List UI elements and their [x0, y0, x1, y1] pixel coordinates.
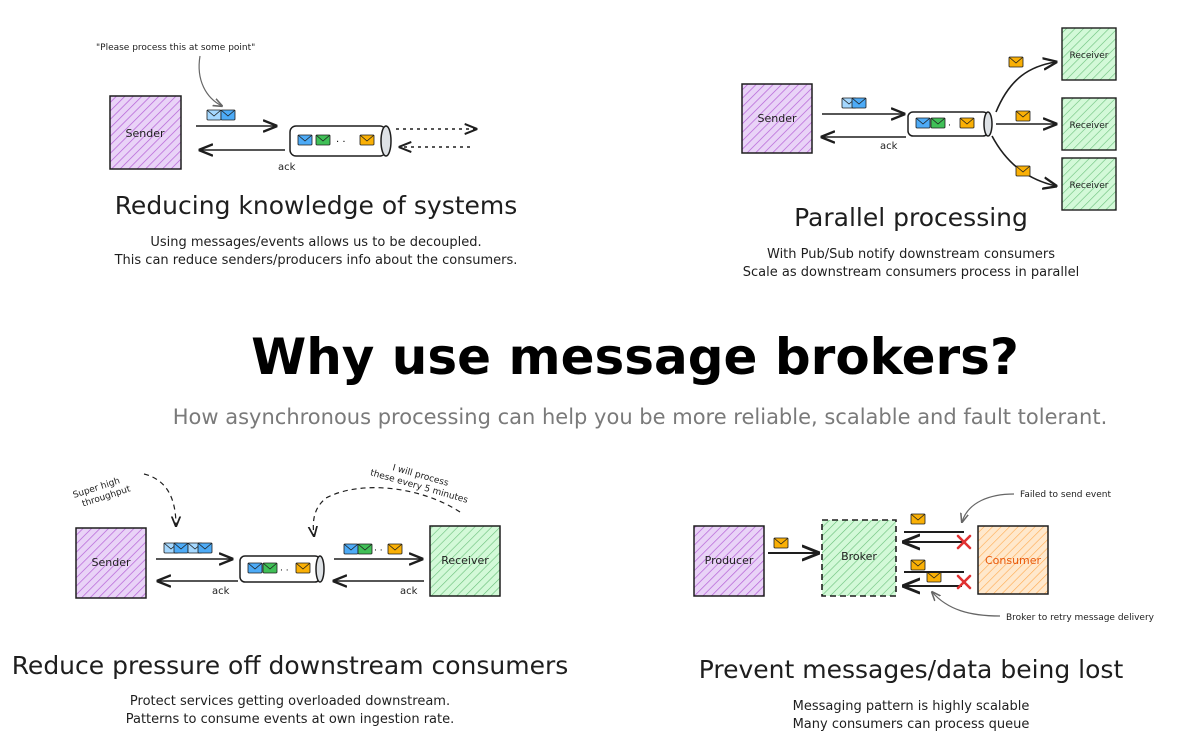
section-desc-1: With Pub/Sub notify downstream consumers [767, 247, 1055, 262]
envelope-icon [1008, 56, 1024, 68]
receiver-label: Receiver [1070, 121, 1109, 131]
consumer-box [977, 525, 1049, 595]
broker-label: Broker [841, 550, 877, 563]
envelope-group [841, 97, 867, 109]
ack-label: ack [278, 162, 296, 173]
sender-box [741, 83, 813, 154]
section-title: Parallel processing [794, 203, 1028, 232]
envelope-icon [206, 109, 222, 121]
section-parallel: Sender ack · Receiver Receiver Receiver … [741, 27, 1117, 280]
section-desc-2: Many consumers can process queue [793, 717, 1030, 732]
failed-cross-icon [956, 534, 972, 550]
receiver-box [1061, 27, 1117, 81]
receiver-box [429, 525, 501, 597]
sender-label: Sender [126, 127, 165, 140]
envelope-group: · · [343, 543, 403, 556]
svg-text:· ·: · · [336, 137, 346, 148]
section-desc-1: Protect services getting overloaded down… [130, 694, 450, 709]
note-pointer-arrow [932, 592, 1001, 617]
ack-label: ack [880, 141, 898, 152]
note-please-process: "Please process this at some point" [96, 43, 255, 53]
producer-box [693, 525, 765, 597]
failed-cross-icon [956, 574, 972, 590]
queue-icon: · · [239, 555, 325, 583]
section-desc-2: Scale as downstream consumers process in… [743, 265, 1079, 280]
section-lost: Producer Broker Consumer Failed to send … [693, 490, 1155, 732]
envelope-icon [1015, 165, 1031, 177]
svg-text:· ·: · · [374, 546, 383, 556]
ack-label: ack [212, 586, 230, 597]
section-desc-2: This can reduce senders/producers info a… [114, 253, 518, 268]
note-pointer-arrow [962, 493, 1015, 522]
envelope-icon [773, 537, 789, 549]
note-throughput: Super high throughput [72, 474, 132, 512]
envelope-icon [910, 559, 926, 571]
receiver-box [1061, 157, 1117, 211]
sender-box [75, 527, 147, 599]
sender-box [109, 95, 182, 170]
svg-text:· ·: · · [280, 566, 289, 576]
note-retry: Broker to retry message delivery [1006, 613, 1155, 623]
envelope-icon [926, 571, 942, 583]
section-title: Reducing knowledge of systems [115, 191, 518, 220]
receiver-label: Receiver [1070, 51, 1109, 61]
dashed-pointer-arrow [143, 473, 176, 526]
envelope-group [206, 109, 236, 121]
broker-box [821, 519, 897, 597]
note-pointer-arrow [198, 55, 222, 106]
section-desc-2: Patterns to consume events at own ingest… [126, 712, 455, 727]
section-title: Prevent messages/data being lost [699, 655, 1124, 684]
sender-label: Sender [758, 112, 797, 125]
fanout-arrow [991, 135, 1056, 186]
section-title: Reduce pressure off downstream consumers [12, 651, 569, 680]
receiver-box [1061, 97, 1117, 151]
note-failed-send: Failed to send event [1020, 490, 1111, 500]
note-five-minutes: I will process these every 5 minutes [369, 458, 472, 506]
receiver-label: Receiver [441, 554, 489, 567]
section-desc-1: Using messages/events allows us to be de… [150, 235, 481, 250]
envelope-icon [910, 513, 926, 525]
dashed-pointer-arrow [313, 487, 461, 536]
envelope-icon [1015, 110, 1031, 122]
receiver-label: Receiver [1070, 181, 1109, 191]
svg-text:·: · [948, 121, 951, 131]
consumer-label: Consumer [985, 554, 1042, 567]
sender-label: Sender [92, 556, 131, 569]
ack-label: ack [400, 586, 418, 597]
queue-icon: · · [289, 125, 392, 157]
envelope-icon [220, 109, 236, 121]
page-title: Why use message brokers? [251, 328, 1019, 386]
section-desc-1: Messaging pattern is highly scalable [793, 699, 1030, 714]
page-subtitle: How asynchronous processing can help you… [173, 405, 1108, 429]
section-pressure: Super high throughput I will process the… [12, 458, 569, 727]
section-decoupling: "Please process this at some point" Send… [96, 43, 517, 268]
envelope-icon [851, 97, 867, 109]
queue-icon: · [907, 111, 993, 137]
producer-label: Producer [705, 554, 754, 567]
envelope-group [163, 542, 213, 554]
fanout-arrow [995, 62, 1056, 113]
